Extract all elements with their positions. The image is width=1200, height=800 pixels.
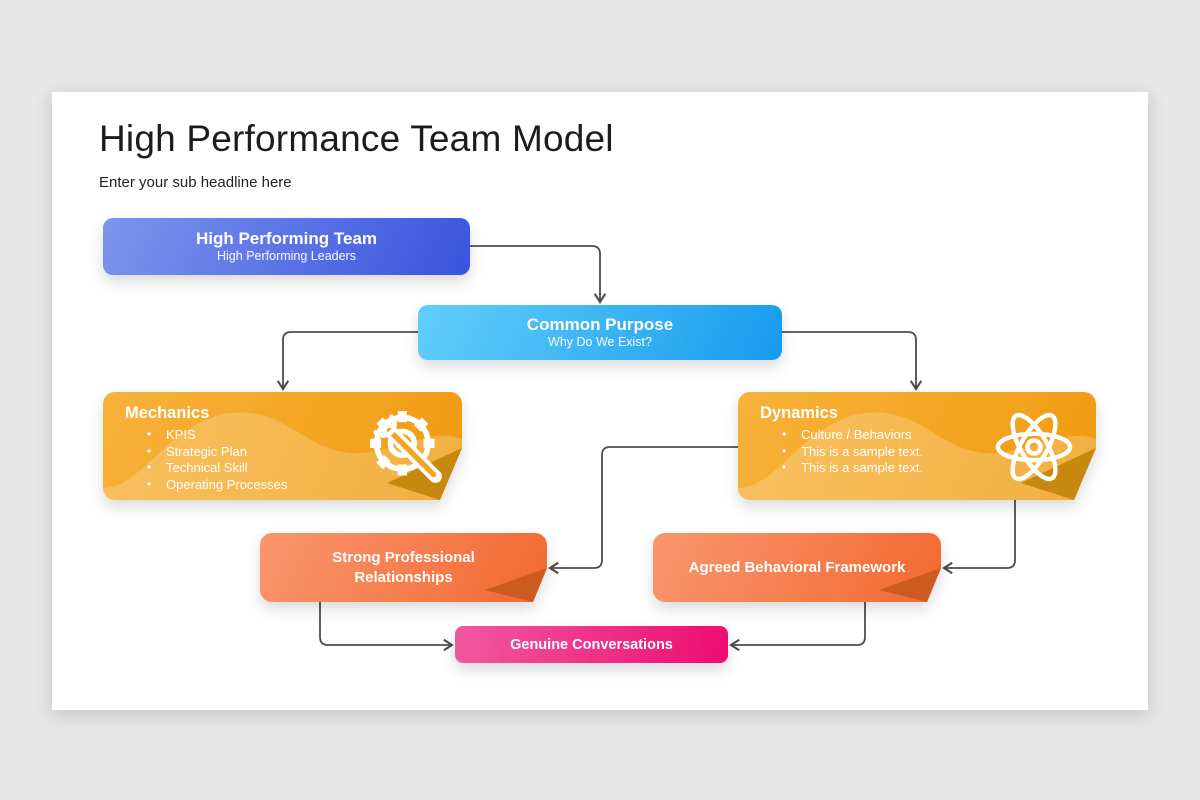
node-title: Agreed Behavioral Framework <box>688 558 906 576</box>
node-mechanics[interactable]: Mechanics KPIS Strategic Plan Technical … <box>103 392 462 500</box>
node-title: Genuine Conversations <box>510 636 673 653</box>
bullet-item: Operating Processes <box>125 477 462 494</box>
bullet-item: Strategic Plan <box>125 444 462 461</box>
node-subtitle: Why Do We Exist? <box>548 335 652 350</box>
node-subtitle: High Performing Leaders <box>217 249 356 264</box>
node-title: Common Purpose <box>526 315 674 335</box>
node-strong-professional-relationships[interactable]: Strong Professional Relationships <box>260 533 547 602</box>
node-common-purpose[interactable]: Common Purpose Why Do We Exist? <box>418 305 782 360</box>
bullet-list: KPIS Strategic Plan Technical Skill Oper… <box>125 427 462 493</box>
node-agreed-behavioral-framework[interactable]: Agreed Behavioral Framework <box>653 533 941 602</box>
bullet-item: This is a sample text. <box>760 460 1096 477</box>
node-dynamics[interactable]: Dynamics Culture / Behaviors This is a s… <box>738 392 1096 500</box>
node-common-purpose-bg <box>418 305 782 360</box>
node-genuine-conversations[interactable]: Genuine Conversations <box>455 626 728 663</box>
node-title: Dynamics <box>760 404 838 422</box>
page-title: High Performance Team Model <box>99 118 614 159</box>
bullet-item: This is a sample text. <box>760 444 1096 461</box>
page-subtitle: Enter your sub headline here <box>99 174 292 191</box>
gear-wrench-icon <box>370 411 442 483</box>
bullet-item: Technical Skill <box>125 460 462 477</box>
node-high-performing-team[interactable]: High Performing Team High Performing Lea… <box>103 218 470 275</box>
bullet-item: Culture / Behaviors <box>760 427 1096 444</box>
node-high-performing-team-bg <box>103 218 470 275</box>
node-title: Strong Professional Relationships <box>332 549 475 586</box>
bullet-item: KPIS <box>125 427 462 444</box>
node-title: High Performing Team <box>195 229 378 249</box>
bullet-list: Culture / Behaviors This is a sample tex… <box>760 427 1096 477</box>
node-title: Mechanics <box>125 404 210 422</box>
atom-icon <box>995 412 1073 482</box>
node-genuine-bg <box>455 626 728 663</box>
